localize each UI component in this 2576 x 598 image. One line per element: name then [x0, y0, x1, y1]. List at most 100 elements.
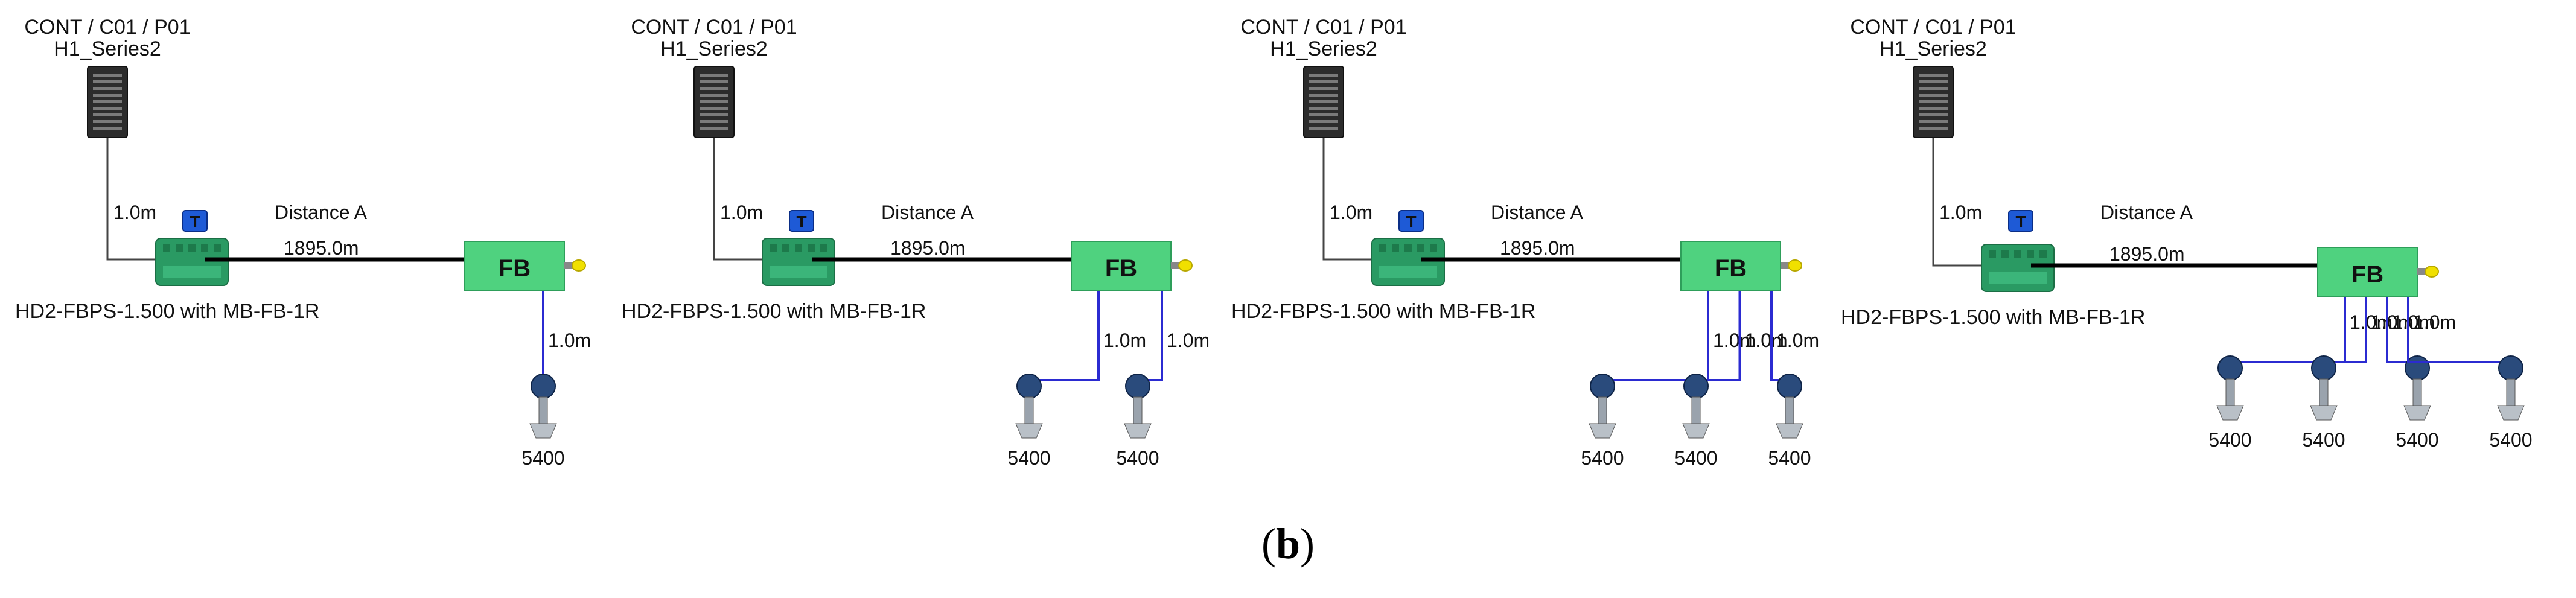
fb-label: FB: [2351, 261, 2383, 288]
controller-series-label: H1_Series2: [54, 37, 161, 60]
terminator-label: T: [1406, 212, 1416, 231]
spur-length: 1.0m: [548, 329, 591, 351]
controller-path-label: CONT / C01 / P01: [24, 16, 190, 39]
spur-cable: [2324, 297, 2367, 363]
device-2: 1.0m 5400: [2302, 297, 2414, 451]
spur-length: 1.0m: [1103, 329, 1146, 351]
controller-cable: [106, 138, 156, 261]
device-label: 5400: [2208, 429, 2251, 451]
radar-level-transmitter-icon: [2310, 355, 2338, 421]
power-supply-label: HD2-FBPS-1.500 with MB-FB-1R: [622, 300, 926, 323]
device-1: 1.0m 5400: [2208, 297, 2393, 451]
device-label: 5400: [1007, 447, 1050, 469]
device-label: 5400: [1116, 447, 1159, 469]
figure-caption: (b): [1261, 520, 1315, 568]
fieldbus-barrier-icon: FB: [1680, 241, 1781, 291]
power-hub-icon: [1981, 244, 2055, 292]
distance-label: Distance A: [881, 202, 974, 223]
radar-level-transmitter-icon: [2403, 355, 2431, 421]
spur-length: 1.0m: [2413, 311, 2456, 333]
spur-length: 1.0m: [2371, 311, 2414, 333]
controller-cable: [1932, 138, 1981, 267]
radar-level-transmitter-icon: [1776, 374, 1803, 439]
terminator-label: T: [796, 212, 806, 231]
fb-label: FB: [499, 255, 531, 282]
trunk-length: 1895.0m: [2109, 243, 2185, 265]
radar-level-transmitter-icon: [1015, 374, 1043, 439]
spur-cable: [2407, 297, 2511, 363]
device-label: 5400: [1674, 447, 1717, 469]
distance-label: Distance A: [275, 202, 368, 223]
device-3: 1.0m 5400: [2386, 297, 2439, 451]
device-label: 5400: [1768, 447, 1811, 469]
device-2: 1.0m 5400: [1674, 291, 1788, 469]
controller-series-label: H1_Series2: [1270, 37, 1377, 60]
terminator-t-icon: T: [2008, 210, 2033, 232]
controller-cable-length: 1.0m: [720, 202, 763, 223]
distance-label: Distance A: [1491, 202, 1584, 223]
device-3: 1.0m 5400: [1768, 291, 1819, 469]
controller-cable: [713, 138, 762, 261]
yellow-connector-icon: [1781, 259, 1802, 272]
server-tower-icon: [1303, 66, 1344, 138]
radar-level-transmitter-icon: [1589, 374, 1616, 439]
power-supply-label: HD2-FBPS-1.500 with MB-FB-1R: [1231, 300, 1535, 323]
spur-cable: [2230, 297, 2346, 363]
device-1: 1.0m 5400: [1007, 291, 1146, 469]
controller-path-label: CONT / C01 / P01: [1240, 16, 1406, 39]
terminator-t-icon: T: [182, 210, 208, 232]
controller-path-label: CONT / C01 / P01: [631, 16, 797, 39]
radar-level-transmitter-icon: [529, 374, 557, 439]
controller-cable: [1322, 138, 1372, 261]
server-tower-icon: [87, 66, 128, 138]
power-supply-label: HD2-FBPS-1.500 with MB-FB-1R: [1841, 306, 2145, 329]
yellow-connector-icon: [564, 259, 586, 272]
server-tower-icon: [1913, 66, 1954, 138]
radar-level-transmitter-icon: [2497, 355, 2525, 421]
power-hub-icon: [155, 238, 229, 286]
spur-length: 1.0m: [1745, 329, 1788, 351]
fieldbus-barrier-icon: FB: [1071, 241, 1172, 291]
trunk-length: 1895.0m: [890, 237, 966, 259]
device-1: 1.0m 5400: [1581, 291, 1756, 469]
fb-label: FB: [1105, 255, 1137, 282]
device-label: 5400: [2396, 429, 2438, 451]
device-label: 5400: [1581, 447, 1624, 469]
power-hub-icon: [762, 238, 835, 286]
radar-level-transmitter-icon: [2216, 355, 2244, 421]
device-1: 1.0m 5400: [521, 291, 591, 469]
distance-label: Distance A: [2100, 202, 2193, 223]
radar-level-transmitter-icon: [1682, 374, 1710, 439]
spur-cable: [1696, 291, 1741, 381]
spur-length: 1.0m: [1776, 329, 1819, 351]
spur-cable: [1029, 291, 1100, 381]
device-label: 5400: [2302, 429, 2345, 451]
controller-cable-length: 1.0m: [1330, 202, 1372, 223]
server-tower-icon: [693, 66, 735, 138]
terminator-label: T: [2015, 212, 2026, 231]
spur-length: 1.0m: [1167, 329, 1210, 351]
spur-length: 1.0m: [1713, 329, 1756, 351]
figure-letter: b: [1275, 520, 1301, 568]
spur-length: 1.0m: [2392, 311, 2435, 333]
controller-cable-length: 1.0m: [1939, 202, 1982, 223]
spur-length: 1.0m: [2350, 311, 2393, 333]
device-label: 5400: [521, 447, 564, 469]
terminator-t-icon: T: [1398, 210, 1424, 232]
spur-cable: [1602, 291, 1709, 381]
controller-cable-length: 1.0m: [113, 202, 156, 223]
controller-path-label: CONT / C01 / P01: [1850, 16, 2016, 39]
yellow-connector-icon: [2417, 266, 2439, 278]
trunk-length: 1895.0m: [1500, 237, 1575, 259]
fieldbus-barrier-icon: FB: [2317, 247, 2418, 297]
trunk-length: 1895.0m: [284, 237, 359, 259]
power-hub-icon: [1371, 238, 1445, 286]
power-supply-label: HD2-FBPS-1.500 with MB-FB-1R: [15, 300, 319, 323]
controller-series-label: H1_Series2: [1879, 37, 1987, 60]
